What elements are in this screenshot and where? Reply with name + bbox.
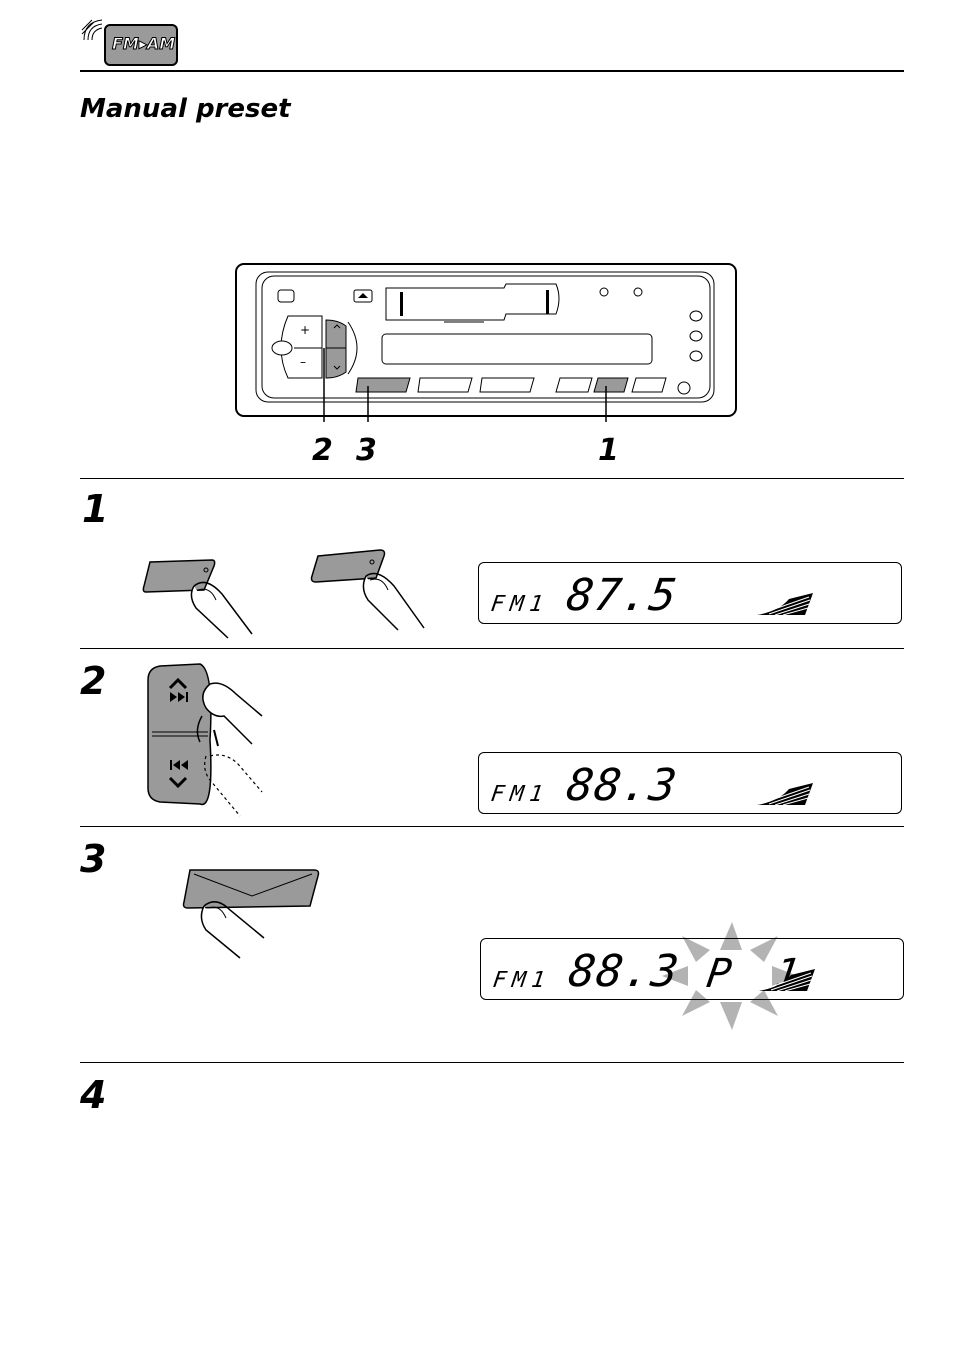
finger-hold-button-icon	[308, 546, 432, 632]
step-3-number: 3	[80, 837, 107, 881]
lcd-frequency: 88.3	[563, 760, 681, 811]
svg-text:+: +	[300, 323, 310, 337]
step-1-number: 1	[82, 487, 109, 531]
signal-strength-icon	[755, 781, 815, 807]
fm-am-badge: FM▸AM	[104, 24, 178, 66]
fm-am-label: FM▸AM	[111, 34, 176, 54]
flash-starburst-icon	[660, 920, 800, 1032]
step-3-rule	[80, 826, 904, 827]
radio-waves-icon	[80, 14, 110, 44]
lcd-band: FM1	[491, 968, 553, 993]
lcd-band: FM1	[489, 592, 551, 617]
step-1-rule	[80, 478, 904, 479]
faceplate-illustration: + –	[234, 262, 738, 432]
finger-preset-button-icon	[182, 866, 322, 962]
finger-press-button-icon	[140, 556, 260, 640]
lcd-display-step-3: FM1 88.3 P 1	[480, 938, 904, 1000]
callout-3: 3	[356, 433, 377, 468]
header-rule	[80, 70, 904, 72]
lcd-band: FM1	[489, 782, 551, 807]
step-2-rule	[80, 648, 904, 649]
callout-2: 2	[312, 433, 333, 468]
lcd-display-step-1: FM1 87.5	[478, 562, 902, 624]
lcd-frequency: 87.5	[563, 570, 681, 621]
signal-strength-icon	[757, 967, 817, 993]
finger-rocker-button-icon	[144, 660, 274, 820]
step-2-number: 2	[80, 659, 107, 703]
callout-1: 1	[598, 433, 619, 468]
signal-strength-icon	[755, 591, 815, 617]
lcd-frequency: 88.3	[565, 946, 683, 997]
lcd-display-step-2: FM1 88.3	[478, 752, 902, 814]
svg-text:–: –	[300, 355, 306, 369]
step-4-rule	[80, 1062, 904, 1063]
step-4-number: 4	[80, 1073, 107, 1117]
page-title: Manual preset	[80, 94, 291, 124]
